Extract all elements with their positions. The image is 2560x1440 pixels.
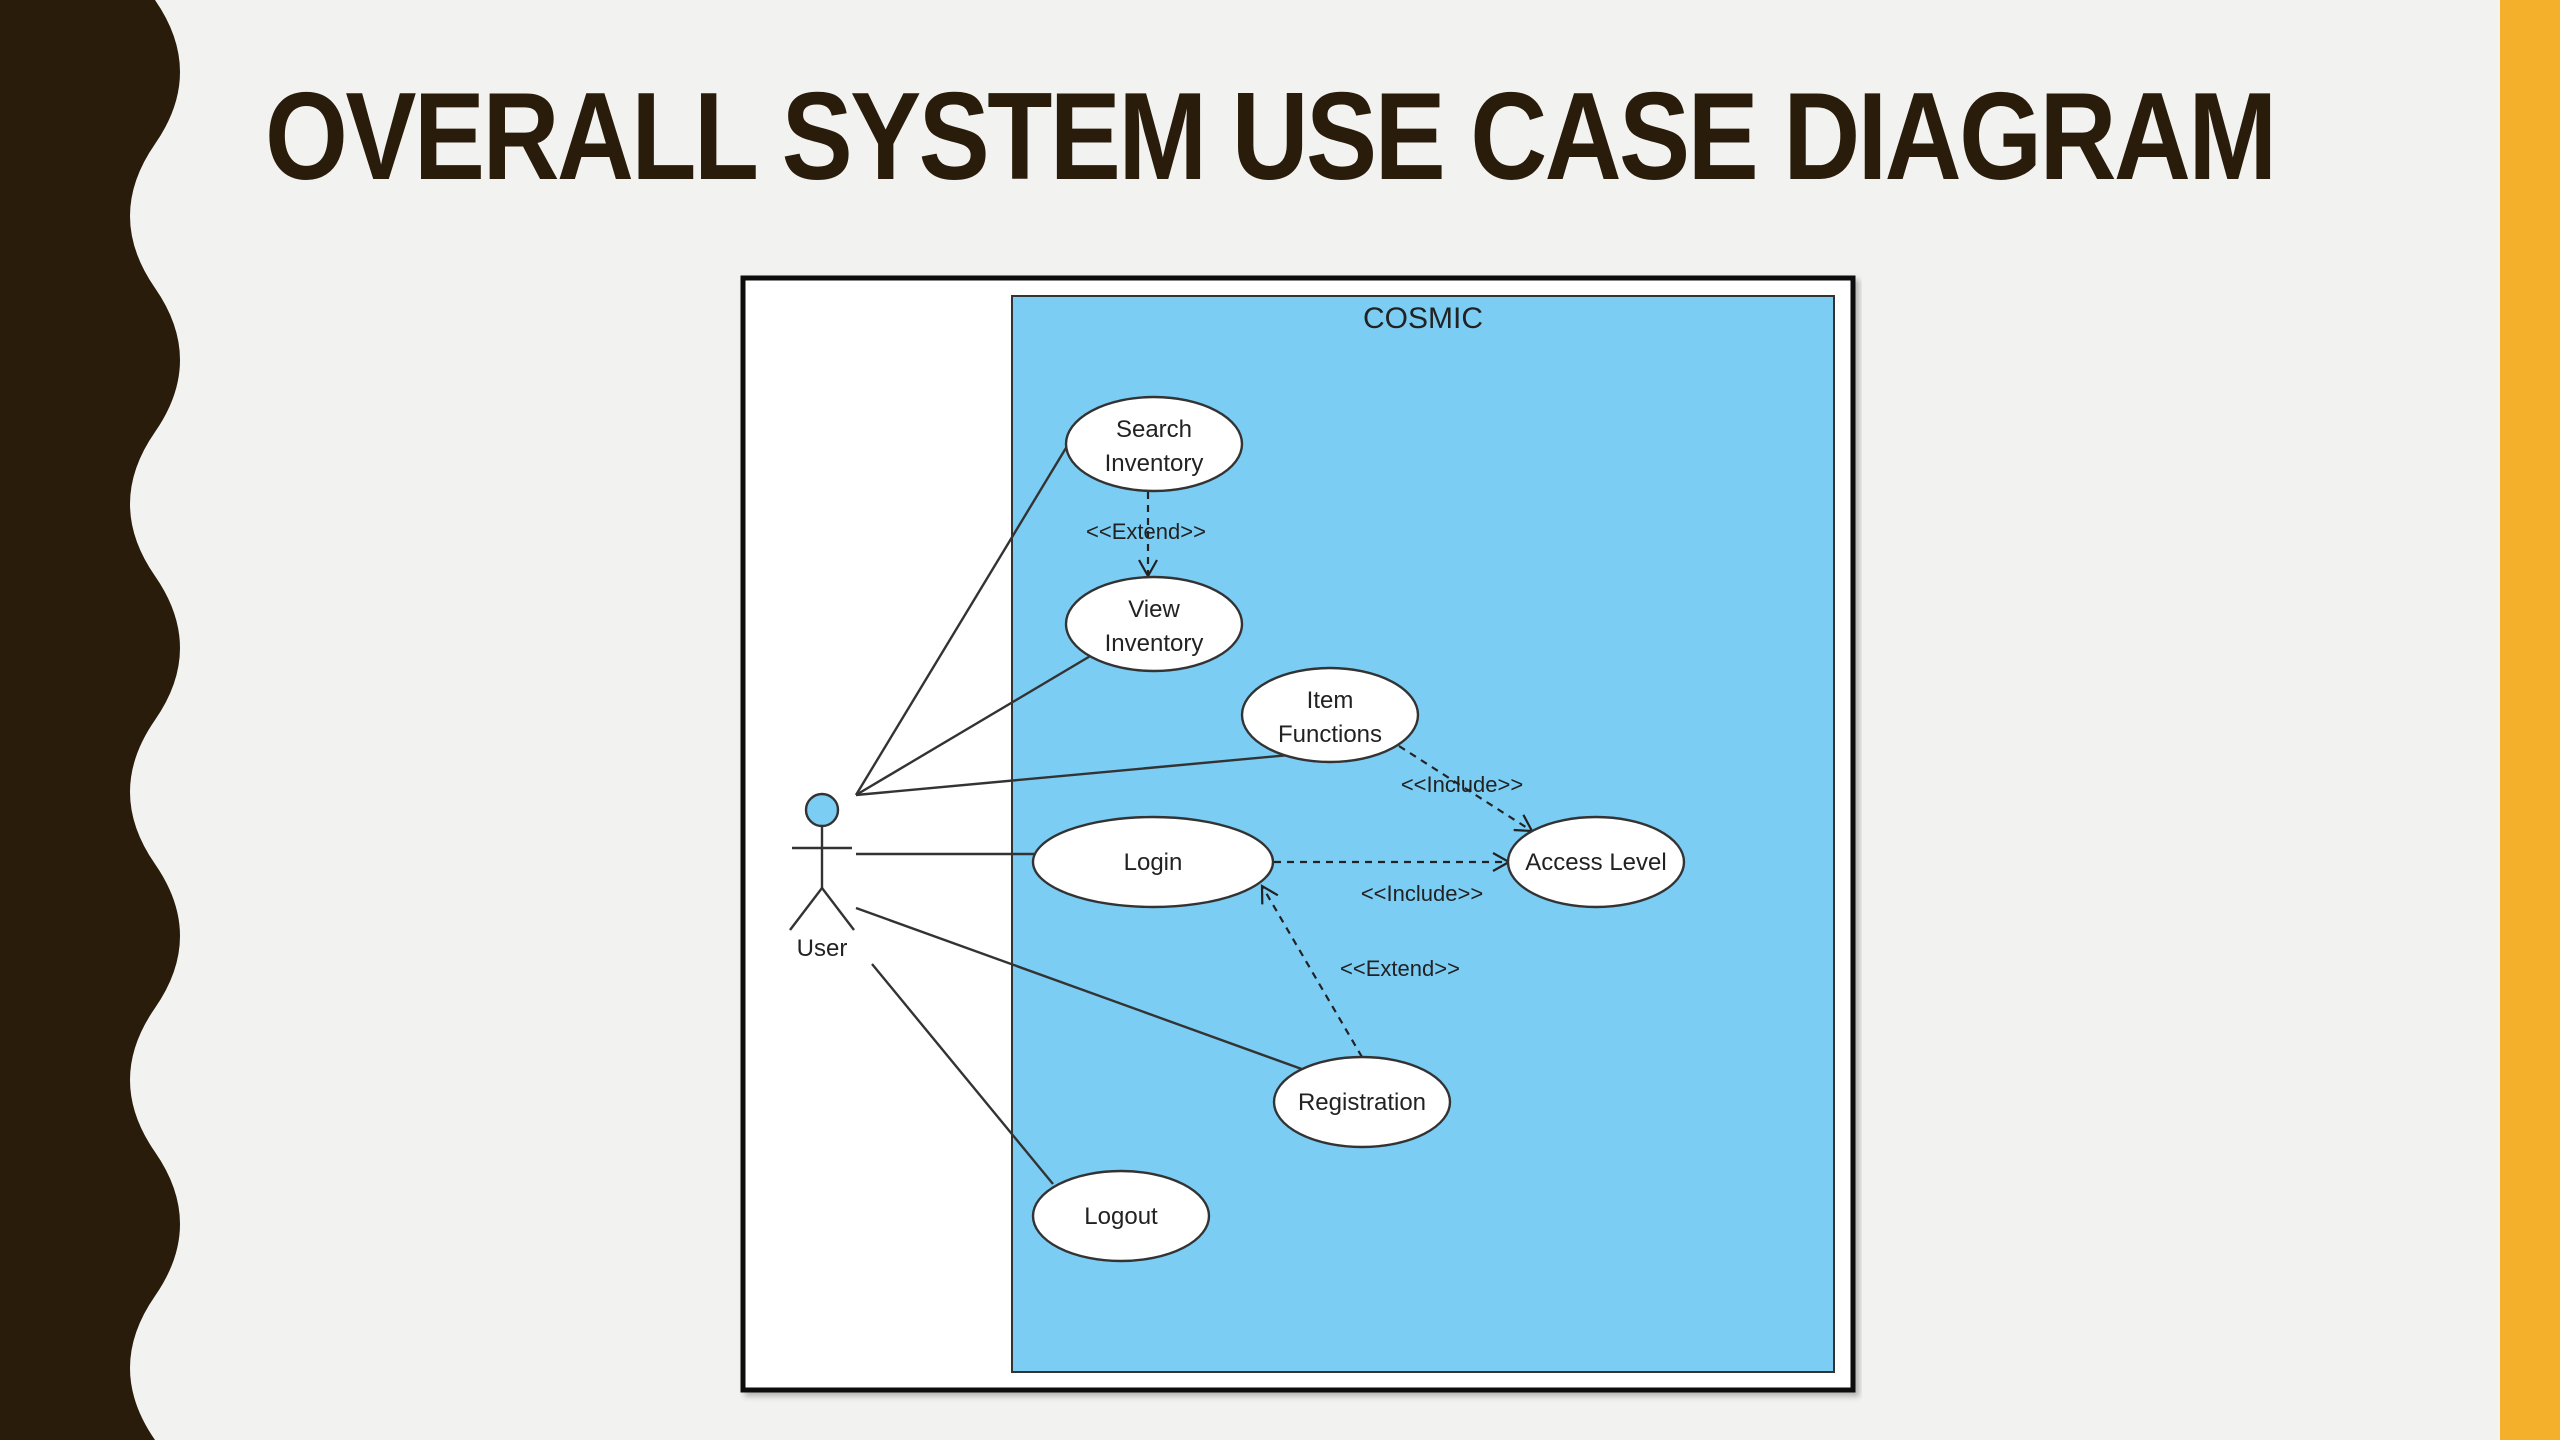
view-inventory-line1: View <box>1128 596 1180 623</box>
label-include-login-access: <<Include>> <box>1361 881 1483 906</box>
view-inventory-line2: Inventory <box>1105 630 1204 657</box>
login-label: Login <box>1124 849 1183 876</box>
dep-item-access-include <box>1398 745 1534 833</box>
use-case-logout: Logout <box>1031 1169 1211 1263</box>
registration-label: Registration <box>1298 1089 1426 1116</box>
assoc-search-inventory <box>854 437 1074 796</box>
actor-user <box>789 792 855 931</box>
access-level-label: Access Level <box>1525 849 1666 876</box>
actor-head <box>804 792 840 828</box>
logout-label: Logout <box>1084 1203 1158 1230</box>
assoc-logout <box>871 963 1054 1185</box>
slide-title: OVERALL SYSTEM USE CASE DIAGRAM <box>265 68 2277 206</box>
left-wavy-band <box>0 0 180 1440</box>
use-case-login: Login <box>1031 815 1275 909</box>
use-case-access-level: Access Level <box>1506 815 1686 909</box>
system-name: COSMIC <box>1363 302 1483 335</box>
label-extend-search-view: <<Extend>> <box>1086 519 1206 544</box>
search-inventory-line2: Inventory <box>1105 450 1204 477</box>
dependencies <box>1138 492 1534 1058</box>
associations <box>854 437 1311 1185</box>
assoc-item-functions <box>855 752 1301 797</box>
assoc-registration <box>855 906 1311 1074</box>
search-inventory-line1: Search <box>1116 416 1192 443</box>
wavy-band-shape <box>0 0 180 1440</box>
actor-label: User <box>797 935 848 962</box>
item-functions-line1: Item <box>1307 687 1354 714</box>
label-include-item-access: <<Include>> <box>1401 772 1523 797</box>
right-accent-bar <box>2500 0 2560 1440</box>
label-extend-registration-login: <<Extend>> <box>1340 956 1460 981</box>
item-functions-line2: Functions <box>1278 721 1382 748</box>
assoc-view-inventory <box>855 653 1093 797</box>
use-case-diagram: COSMIC <<Extend>> <<Include>> <<Include>… <box>740 275 1856 1393</box>
use-case-registration: Registration <box>1272 1055 1452 1149</box>
